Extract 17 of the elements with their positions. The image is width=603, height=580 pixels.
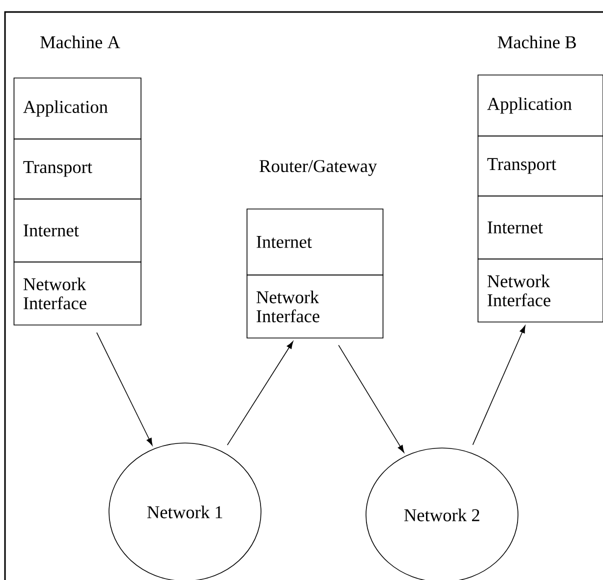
heading: Machine A [40,36,120,48]
heading: Machine B [498,36,576,48]
arrow [96,332,153,446]
layer-box: Network Interface [246,274,384,338]
layer-box: Internet [478,196,603,260]
layer-box: Network Interface [478,258,603,322]
heading: Router/Gateway [260,160,377,176]
layer-box: Internet [14,198,142,262]
layer-box: Internet [246,208,384,276]
layer-box: Application [14,78,142,140]
arrow [472,326,526,446]
layer-box: Application [478,74,603,136]
layer-box: Transport [478,136,603,196]
layer-box: Network Interface [14,262,142,326]
arrow [226,341,294,446]
layer-box: Transport [14,138,142,200]
arrow [338,344,404,453]
